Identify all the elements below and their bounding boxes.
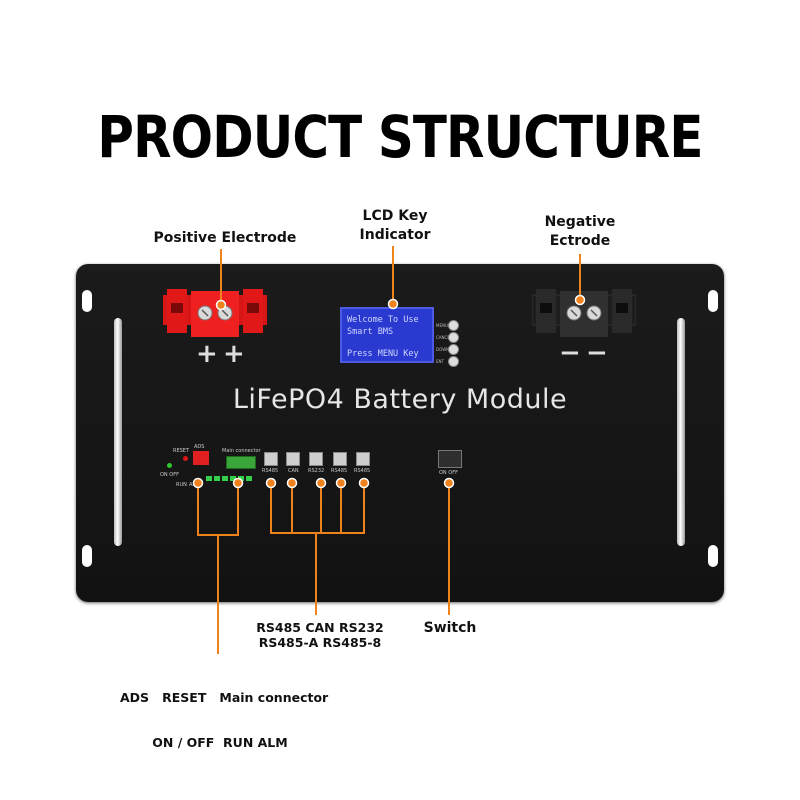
menu-key-button[interactable] <box>448 320 459 331</box>
lcd-line-2: Smart BMS <box>347 327 394 337</box>
run-label: RUN <box>176 482 187 488</box>
lcd-label-line2: Indicator <box>359 227 431 243</box>
page-title: PRODUCT STRUCTURE <box>97 103 703 171</box>
comm-label-line2: RS485-A RS485-8 <box>258 635 382 650</box>
module-label: LiFePO4 Battery Module <box>232 384 568 415</box>
lcd-key-indicator-label: LCD Key Indicator <box>340 207 450 245</box>
main-connector-label: Main connector <box>222 448 261 454</box>
lcd-line-3: Press MENU Key <box>347 349 419 359</box>
key-label-ent: ENT <box>436 359 444 364</box>
status-led <box>222 476 228 481</box>
rs485-a-port[interactable] <box>333 452 347 466</box>
comm-label-line1: RS485 CAN RS232 <box>256 620 384 635</box>
status-led <box>214 476 220 481</box>
connector-label-line2: ON / OFF RUN ALM <box>152 735 288 750</box>
status-led <box>246 476 252 481</box>
ads-dip-switch[interactable] <box>193 451 209 465</box>
mount-slot-bottom-right <box>708 545 718 567</box>
negative-symbol-2: − <box>586 338 608 368</box>
port-label: RS232 <box>308 468 325 474</box>
rs232-port[interactable] <box>309 452 323 466</box>
rs485-b-port[interactable] <box>356 452 370 466</box>
switch-label: Switch <box>423 620 477 636</box>
left-handle[interactable] <box>114 318 122 546</box>
lcd-display: Welcome To Use Smart BMS Press MENU Key <box>340 307 434 363</box>
reset-button[interactable] <box>183 456 188 461</box>
status-led-row <box>206 476 252 481</box>
port-label: RS485 <box>354 468 371 474</box>
port-label: RS485 <box>262 468 279 474</box>
key-label-down: DOWN <box>436 347 450 352</box>
status-led <box>206 476 212 481</box>
connector-label-line1: ADS RESET Main connector <box>120 690 329 705</box>
positive-electrode-label: Positive Electrode <box>153 230 297 246</box>
communication-ports-label: RS485 CAN RS232 RS485-A RS485-8 <box>250 620 390 650</box>
status-led <box>238 476 244 481</box>
negative-label-line2: Ectrode <box>549 233 611 249</box>
right-handle[interactable] <box>677 318 685 546</box>
cancel-key-button[interactable] <box>448 332 459 343</box>
negative-symbol-1: − <box>559 338 581 368</box>
reset-label: RESET <box>173 448 190 454</box>
lcd-keypad: MENU CANCEL DOWN ENT <box>436 320 466 367</box>
on-off-led <box>167 463 172 468</box>
key-label-menu: MENU <box>436 323 448 328</box>
negative-label-line1: Negative <box>544 214 616 230</box>
status-led <box>230 476 236 481</box>
positive-symbol-1: + <box>196 339 218 369</box>
enter-key-button[interactable] <box>448 356 459 367</box>
negative-electrode-label: Negative Ectrode <box>525 213 635 251</box>
port-label: RS485 <box>331 468 348 474</box>
on-off-label: ON OFF <box>160 472 179 478</box>
down-key-button[interactable] <box>448 344 459 355</box>
key-label-cancel: CANCEL <box>436 335 453 340</box>
can-port[interactable] <box>286 452 300 466</box>
mount-slot-top-left <box>82 290 92 312</box>
mount-slot-bottom-left <box>82 545 92 567</box>
control-cluster-label: ADS RESET Main connector ON / OFF RUN AL… <box>120 660 329 765</box>
positive-terminal-icon <box>163 289 267 337</box>
port-label: CAN <box>288 468 299 474</box>
ads-label: ADS <box>194 444 205 450</box>
mount-slot-top-right <box>708 290 718 312</box>
lcd-line-1: Welcome To Use <box>347 315 419 325</box>
power-switch[interactable] <box>438 450 462 468</box>
switch-panel-label: ON OFF <box>439 470 458 476</box>
positive-symbol-2: + <box>223 339 245 369</box>
lcd-label-line1: LCD Key <box>362 208 428 224</box>
rs485-port[interactable] <box>264 452 278 466</box>
main-connector[interactable] <box>226 456 256 469</box>
